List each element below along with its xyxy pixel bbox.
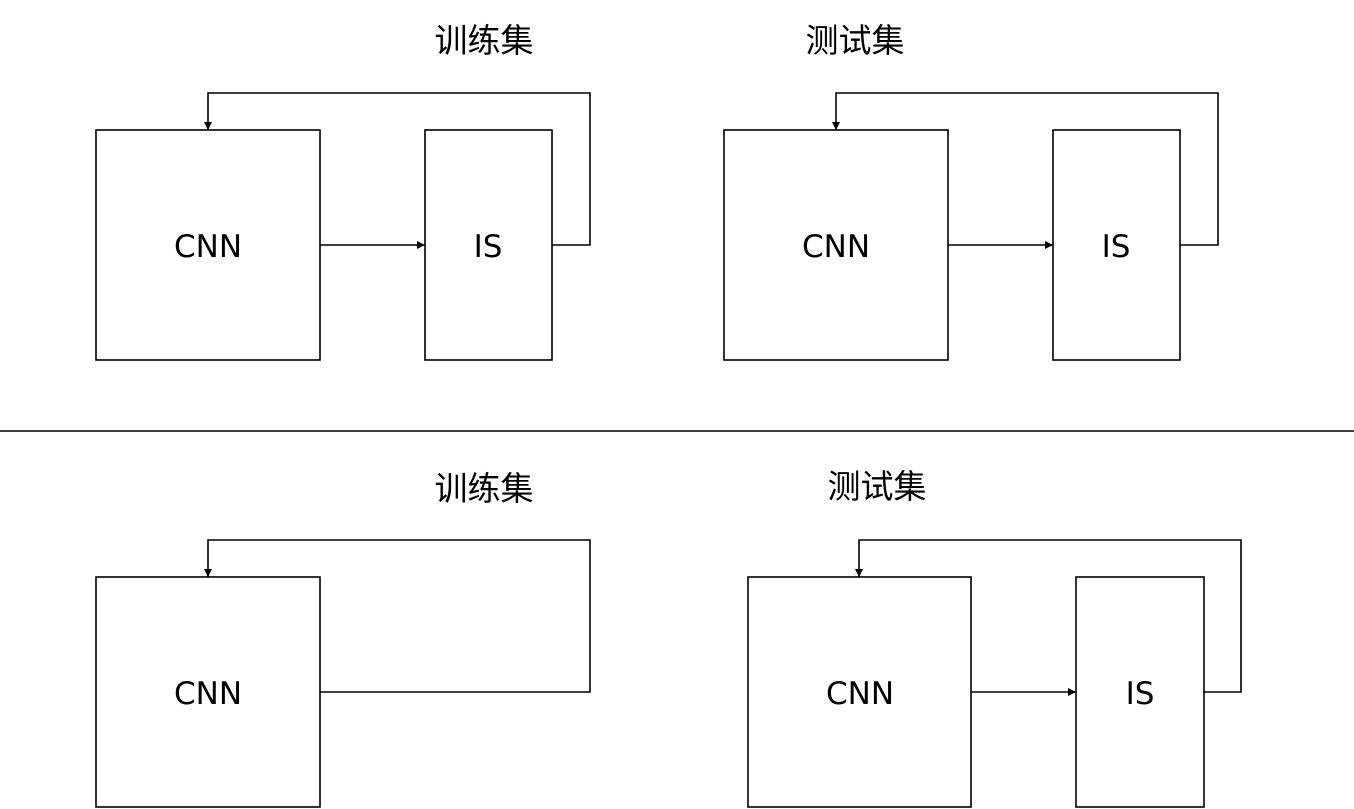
top-test-is-label: IS (1102, 229, 1131, 265)
top-train-cnn-label: CNN (174, 229, 242, 265)
bottom-train-cnn-label: CNN (174, 676, 242, 712)
bottom-train-panel: 训练集 CNN (95, 469, 591, 808)
bottom-test-cnn-box (747, 576, 972, 808)
top-train-panel: 训练集 CNN IS (95, 21, 591, 361)
top-train-is-box (424, 129, 553, 361)
top-test-panel: 测试集 CNN IS (723, 21, 1219, 361)
top-test-title: 测试集 (806, 21, 905, 60)
bottom-test-cnn-label: CNN (826, 676, 894, 712)
top-train-title: 训练集 (435, 21, 534, 60)
bottom-test-feedback-arrow (855, 539, 1242, 693)
top-train-feedback-arrow (204, 92, 591, 246)
bottom-train-title: 训练集 (435, 469, 534, 508)
top-train-is-label: IS (474, 229, 503, 265)
bottom-test-is-box (1075, 576, 1205, 808)
top-test-cnn-box (723, 129, 949, 361)
top-test-feedback-arrow (832, 92, 1219, 246)
top-test-is-box (1052, 129, 1181, 361)
top-train-cnn-box (95, 129, 321, 361)
bottom-test-title: 测试集 (828, 467, 927, 506)
bottom-test-is-label: IS (1126, 676, 1155, 712)
bottom-train-feedback-arrow (204, 539, 591, 693)
bottom-test-panel: 测试集 CNN IS (747, 467, 1242, 808)
top-test-cnn-label: CNN (802, 229, 870, 265)
